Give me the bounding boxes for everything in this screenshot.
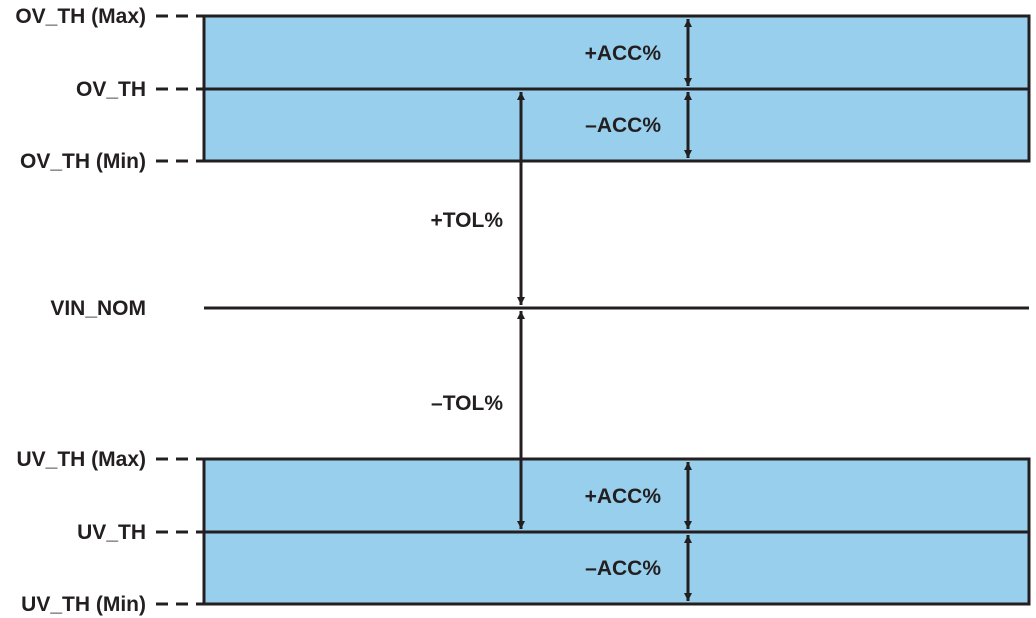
minus-tol-label: –TOL% [431,392,503,415]
uv-th-label: UV_TH [77,521,146,544]
ov-th-label: OV_TH [76,78,146,101]
ov-th-min-label: OV_TH (Min) [20,150,146,173]
ov-th-max-label: OV_TH (Max) [15,5,146,28]
uv-th-max-label: UV_TH (Max) [16,448,146,471]
ov-plus-acc-label: +ACC% [585,42,662,65]
plus-tol-label: +TOL% [430,209,503,232]
uv-plus-acc-label: +ACC% [585,485,662,508]
vin-nom-label: VIN_NOM [50,297,146,320]
ov-minus-acc-label: –ACC% [585,114,661,137]
uv-minus-acc-label: –ACC% [585,557,661,580]
uv-th-min-label: UV_TH (Min) [21,593,146,616]
